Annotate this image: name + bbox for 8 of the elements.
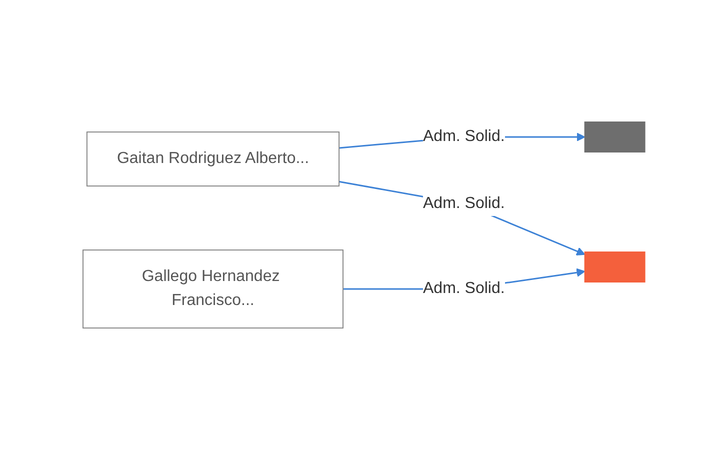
edge-label: Adm. Solid. <box>423 195 505 212</box>
node-box: Gallego Hernandez Francisco... <box>82 250 344 328</box>
node-box: Gaitan Rodriguez Alberto... <box>86 132 340 186</box>
node-building <box>584 252 646 282</box>
node-building <box>584 122 646 152</box>
arrow <box>339 180 586 256</box>
edge-label: Adm. Solid. <box>423 128 505 145</box>
edge-label: Adm. Solid. <box>423 280 505 297</box>
